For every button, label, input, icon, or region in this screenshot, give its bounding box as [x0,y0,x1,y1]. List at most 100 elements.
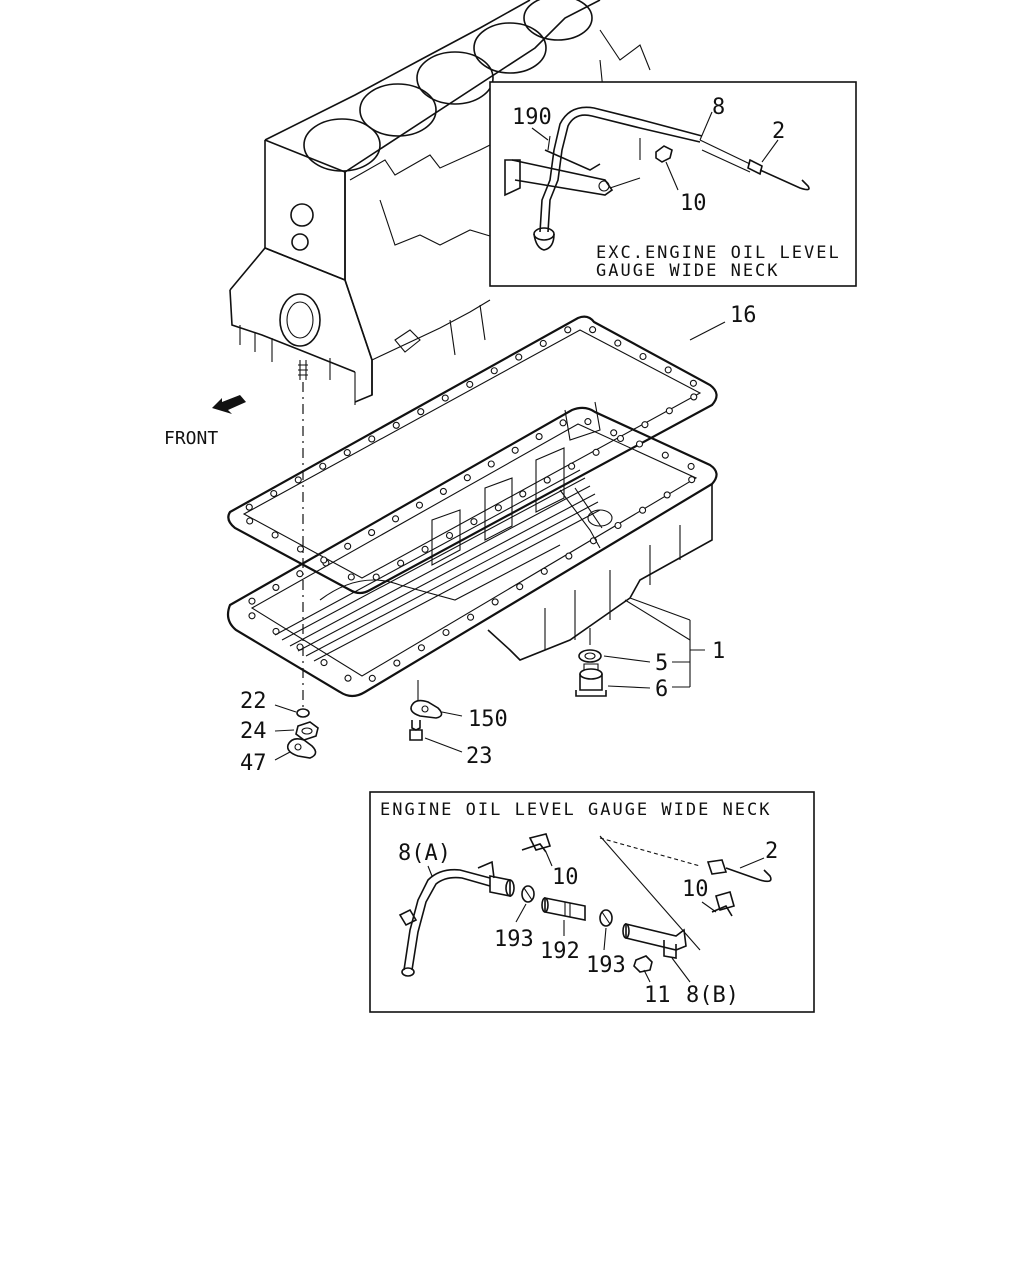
bolt-hole [515,353,523,361]
bolt-hole [343,449,351,457]
oil-pan [226,401,718,698]
bolt-hole [565,552,573,560]
bolt-hole [270,489,278,498]
bolt-hole [368,674,376,682]
bolt-hole [663,491,671,499]
bolt-hole [494,504,502,512]
bolt-hole [614,521,622,530]
label-bolt-center: 23 [466,744,493,769]
bolt-hole [665,407,673,415]
bolt-hole [246,517,254,525]
label-drain-plug: 6 [655,677,668,702]
bolt-hole [415,501,424,509]
bolt-hole [417,644,425,652]
clip-bracket-left [286,738,317,759]
bolt-hole [463,474,471,482]
engine-block [229,0,651,405]
bolt-hole [466,380,474,388]
oil-pan-gasket [227,315,718,595]
bolt-hole [490,367,498,375]
bolt-hole [296,570,304,578]
label-nut: 24 [240,719,267,744]
clip-bracket-center [410,680,443,719]
inset-bottom-label-10-top: 10 [552,865,579,890]
bolt-hole [661,451,669,459]
bolt-hole [320,556,328,564]
front-arrow-icon [212,395,246,414]
bolt-hole [491,598,499,606]
bolt-hole [610,429,618,437]
bolt-hole [535,433,543,441]
bolt-hole [592,448,600,456]
drain-plug [575,663,607,697]
bolt-hole [344,674,352,682]
inset-top-caption-line1: EXC.ENGINE OIL LEVEL [596,243,841,263]
bolt-hole [245,503,253,511]
bolt-hole [368,529,376,537]
bolt-hole [519,490,527,498]
bolt-hole [319,462,327,470]
drain-washer [578,628,602,663]
inset-top: 190 8 2 10 EXC.ENGINE OIL LEVEL GAUGE WI… [489,81,857,287]
label-bracket-center: 150 [468,707,508,732]
front-label: FRONT [164,428,218,449]
bolt-hole [540,567,548,575]
bolt-hole [421,545,429,553]
bolt-center [409,720,423,741]
inset-bottom-caption: ENGINE OIL LEVEL GAUGE WIDE NECK [380,800,772,820]
bolt-hole [688,476,696,484]
inset-bottom-label-193-left: 193 [494,927,534,952]
bolt-hole [516,583,524,591]
inset-bottom-label-8a: 8(A) [398,841,451,866]
bolt-hole [689,379,697,387]
bolt-hole [616,434,625,443]
bolt-hole [445,531,454,540]
bolt-hole [687,462,695,470]
stud-washer [296,708,310,718]
bolt-hole [639,506,647,514]
inset-bottom-label-8b: 8(B) [686,983,739,1008]
bolt-hole [442,628,450,637]
bolt-hole [393,659,401,667]
bolt-hole [439,487,447,495]
inset-bottom-label-192: 192 [540,939,580,964]
label-bracket-left: 47 [240,751,267,776]
label-oil-pan: 1 [712,639,725,664]
inset-top-caption-line2: GAUGE WIDE NECK [596,261,780,281]
bolt-hole [391,515,400,523]
bolt-hole [344,542,352,550]
nut [295,721,319,741]
label-washer: 5 [655,651,668,676]
inset-bottom-label-193-right: 193 [586,953,626,978]
leader-lines [274,321,726,761]
bolt-hole [347,573,355,581]
bolt-hole [559,419,567,427]
bolt-hole [294,476,302,484]
bolt-hole [589,326,597,334]
inset-bottom: ENGINE OIL LEVEL GAUGE WIDE NECK [369,791,815,1013]
bolt-hole [584,418,592,426]
inset-bottom-label-10-right: 10 [682,877,709,902]
bolt-hole [296,545,305,553]
bolt-hole [639,352,647,361]
bolt-hole [543,476,551,484]
bolt-hole [441,394,449,402]
bolt-hole [664,366,672,374]
inset-top-label-10: 10 [680,191,707,216]
bolt-hole [320,659,328,667]
inset-bottom-label-2: 2 [765,839,778,864]
inset-top-label-190: 190 [512,105,552,130]
bolt-hole [271,531,279,539]
label-stud: 22 [240,689,267,714]
bolt-hole [568,462,576,470]
inset-top-label-8: 8 [712,95,725,120]
bolt-hole [487,460,495,468]
bolt-hole [417,408,425,416]
label-gasket: 16 [730,303,757,328]
inset-top-label-2: 2 [772,119,785,144]
bolt-hole [511,446,519,454]
bolt-hole [368,435,376,443]
bolt-hole [467,613,475,621]
